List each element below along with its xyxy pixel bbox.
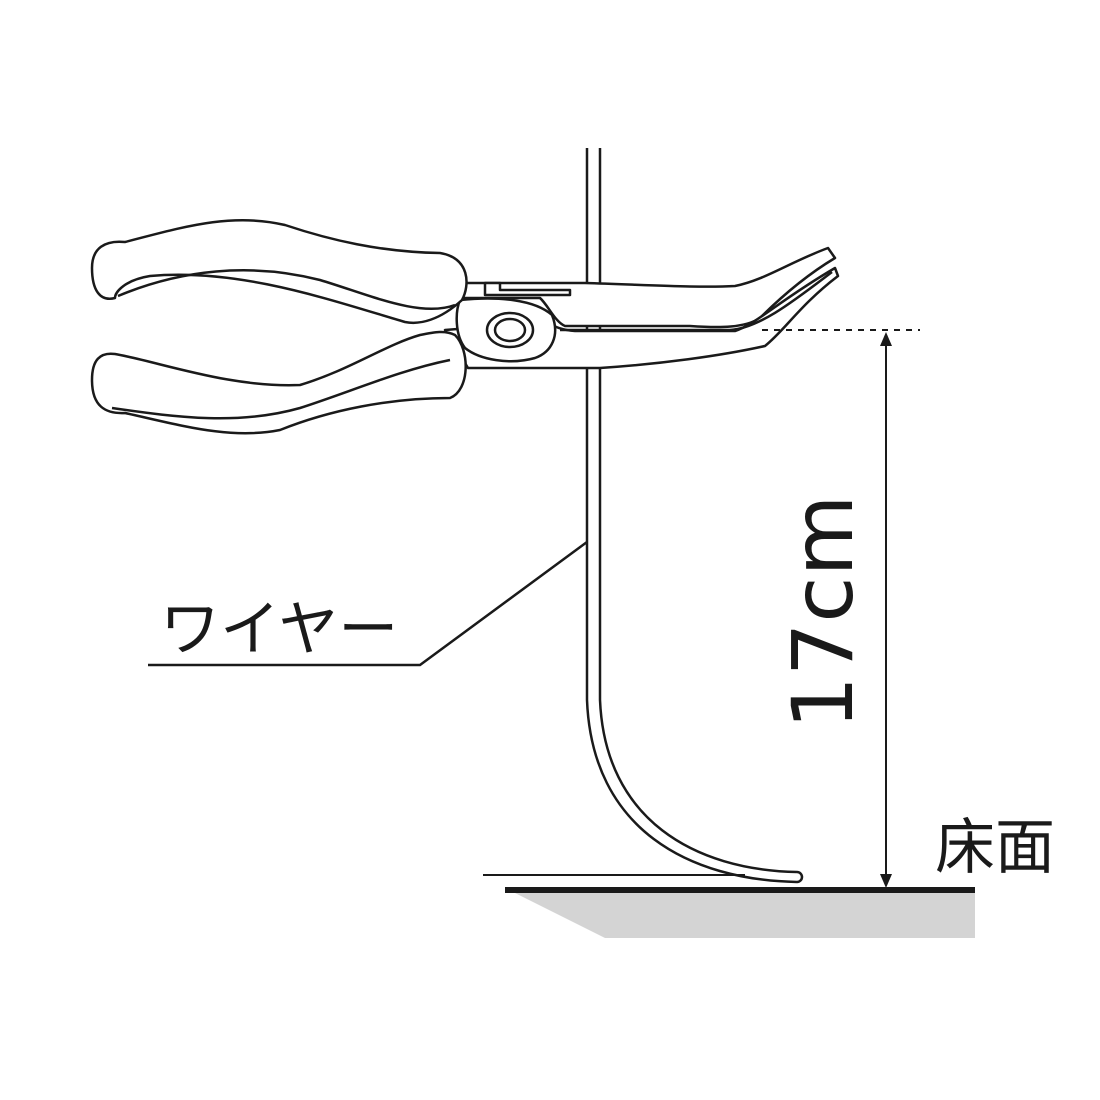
pliers-upper-jaw <box>460 246 837 329</box>
dimension-arrow-bottom <box>880 874 892 888</box>
height-dimension: 17cm <box>762 329 920 888</box>
pliers-clip <box>483 281 572 297</box>
wire-right-edge <box>598 148 798 874</box>
pliers-lower-handle-inner <box>111 358 451 420</box>
wire-callout: ワイヤー <box>148 540 588 667</box>
floor-label: 床面 <box>935 813 1055 883</box>
dimension-arrow-top <box>880 332 892 346</box>
wire-label: ワイヤー <box>160 595 398 665</box>
wire-left-edge <box>585 148 798 884</box>
height-label: 17cm <box>774 495 872 730</box>
wire <box>585 148 804 884</box>
pliers-lower-handle <box>90 330 467 435</box>
pliers-icon <box>90 219 840 435</box>
floor <box>483 874 975 938</box>
wire-tip <box>796 870 804 884</box>
pliers-pivot-screw-inner <box>493 317 527 343</box>
wire-leader-line <box>148 540 588 667</box>
pliers-upper-handle-inner <box>117 269 456 311</box>
pliers-jaw-line <box>560 271 833 332</box>
floor-shadow <box>515 893 975 938</box>
